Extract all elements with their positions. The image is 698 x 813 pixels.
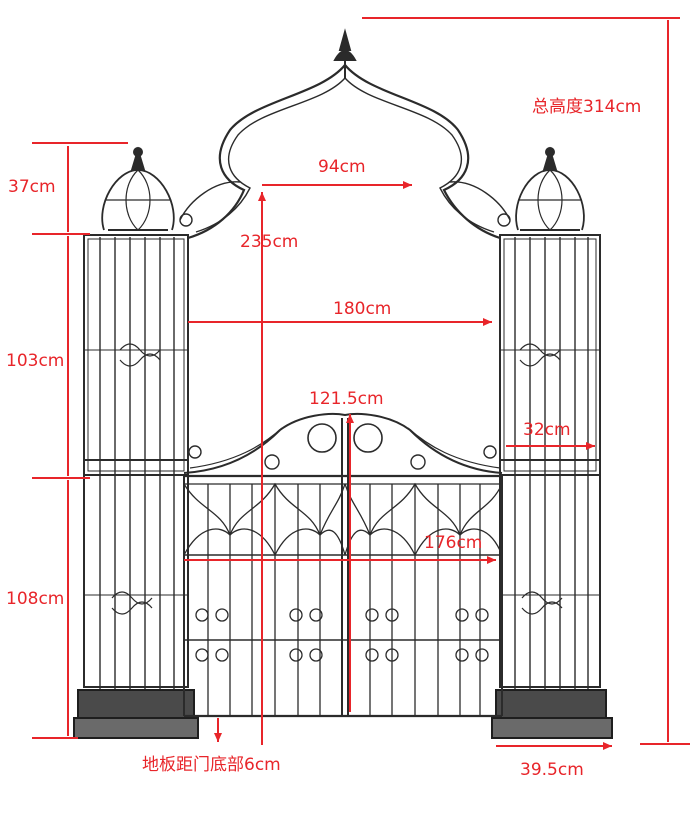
post-depth-label: 32cm bbox=[523, 420, 571, 440]
lower-post-height-label: 108cm bbox=[6, 589, 64, 609]
double-gate bbox=[183, 412, 503, 718]
total-height-label: 总高度314cm bbox=[532, 97, 641, 117]
upper-post-height-label: 103cm bbox=[6, 351, 64, 371]
arch-height-label: 235cm bbox=[240, 232, 298, 252]
right-tower bbox=[491, 146, 613, 739]
gate-width-label: 176cm bbox=[424, 533, 482, 553]
dimension-lines bbox=[32, 17, 690, 750]
dimension-labels: 总高度314cm 94cm 235cm 180cm 121.5cm 32cm 1… bbox=[6, 97, 641, 780]
arch-structure bbox=[73, 28, 613, 739]
left-tower bbox=[73, 146, 199, 739]
inner-width-label: 180cm bbox=[333, 299, 391, 319]
arch-width-label: 94cm bbox=[318, 157, 366, 177]
gate-height-label: 121.5cm bbox=[309, 389, 384, 409]
base-width-label: 39.5cm bbox=[520, 760, 584, 780]
onion-arch bbox=[179, 28, 511, 240]
floor-gap-label: 地板距门底部6cm bbox=[142, 755, 281, 775]
finial-height-label: 37cm bbox=[8, 177, 56, 197]
